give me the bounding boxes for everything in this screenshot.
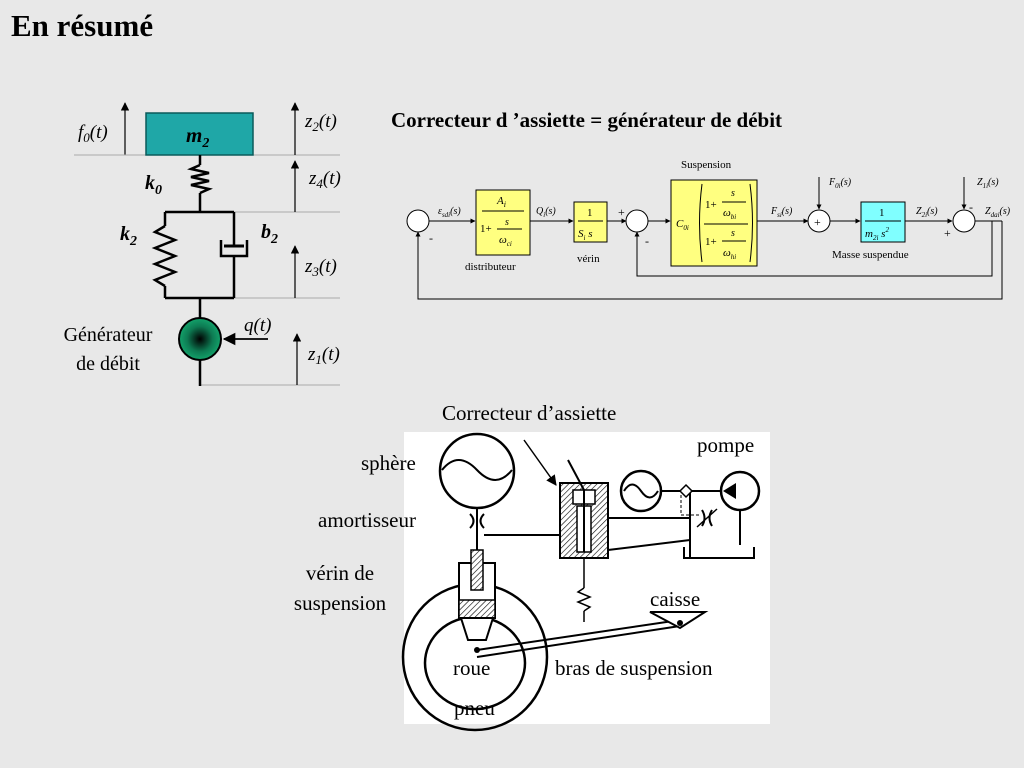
distributeur-caption: distributeur: [465, 261, 516, 273]
svg-text:1+: 1+: [705, 236, 717, 248]
z1-signal-label: Z1i(s): [977, 177, 999, 190]
b2-label: b2: [261, 221, 278, 247]
sphere-label: sphère: [361, 451, 416, 475]
tyre-label: pneu: [454, 696, 495, 720]
sum-junction-2: [625, 209, 649, 233]
block-diagram: - εsdi(s) Ai 1+ s ωci distributeur Qi(s)…: [406, 159, 1011, 300]
body-label: caisse: [650, 587, 700, 611]
epsilon-label: εsdi(s): [438, 206, 461, 219]
svg-text:s: s: [731, 228, 735, 239]
q-signal-label: Qi(s): [536, 206, 556, 219]
pump-label: pompe: [697, 433, 754, 457]
svg-text:+: +: [944, 226, 951, 240]
block-diagram-title: Correcteur d ’assiette = générateur de d…: [391, 108, 783, 132]
generator-label-line2: de débit: [76, 353, 140, 375]
generator-label-line1: Générateur: [64, 324, 153, 346]
svg-text:-: -: [429, 231, 433, 245]
svg-text:ωbi: ωbi: [723, 207, 736, 221]
arm-label: bras de suspension: [555, 656, 713, 680]
svg-text:m2i s2: m2i s2: [865, 226, 889, 242]
svg-text:ωci: ωci: [499, 234, 512, 248]
k2-label: k2: [120, 223, 137, 249]
hydraulic-schematic: Correcteur d’assiette sphère pompe amort…: [294, 401, 770, 732]
force-label: f0(t): [78, 122, 108, 145]
svg-text:+: +: [618, 205, 625, 219]
k0-label: k0: [145, 172, 162, 198]
correcteur-label: Correcteur d’assiette: [442, 401, 616, 425]
z4-label: z4(t): [308, 168, 341, 191]
verin-caption: vérin: [577, 253, 600, 265]
suspension-caption: Suspension: [681, 159, 732, 171]
z2-signal-label: Z2i(s): [916, 206, 938, 219]
distributeur-block: [475, 189, 531, 256]
cylinder-label-line1: vérin de: [306, 561, 374, 585]
mechanical-model: m2 f0(t) z2(t) z4(t) z3(t) z1(t) k0 k2 b…: [64, 102, 341, 386]
z1-label: z1(t): [307, 344, 340, 367]
suspension-block: [670, 179, 758, 267]
flow-generator: [178, 317, 222, 361]
sum-junction-1: [406, 209, 430, 233]
svg-text:ωhi: ωhi: [723, 247, 736, 261]
cylinder-label-line2: suspension: [294, 591, 387, 615]
wheel-label: roue: [453, 656, 490, 680]
svg-text:s: s: [505, 217, 509, 228]
slide-title: En résumé: [11, 8, 154, 43]
masse-caption: Masse suspendue: [832, 249, 909, 261]
masse-block: [860, 201, 906, 243]
svg-text:Si s: Si s: [578, 228, 592, 242]
svg-text:1+: 1+: [705, 199, 717, 211]
fs-signal-label: Fsi(s): [770, 206, 793, 219]
zda-signal-label: Zdai(s): [985, 206, 1011, 219]
svg-text:+: +: [814, 215, 821, 229]
f0-signal-label: F0i(s): [828, 177, 852, 190]
z3-label: z3(t): [304, 256, 337, 279]
verin-block: [573, 201, 608, 243]
z2-label: z2(t): [304, 111, 337, 134]
svg-text:C0i: C0i: [676, 218, 689, 232]
svg-text:s: s: [731, 188, 735, 199]
q-label: q(t): [244, 315, 271, 336]
svg-text:1: 1: [587, 207, 593, 219]
svg-text:1: 1: [879, 207, 885, 219]
svg-text:1+: 1+: [480, 223, 492, 235]
mass-block: [145, 112, 254, 156]
damper-label: amortisseur: [318, 508, 416, 532]
mass-label: m2: [186, 123, 209, 151]
svg-text:Ai: Ai: [496, 195, 506, 209]
svg-text:-: -: [969, 200, 973, 214]
svg-text:-: -: [645, 234, 649, 248]
